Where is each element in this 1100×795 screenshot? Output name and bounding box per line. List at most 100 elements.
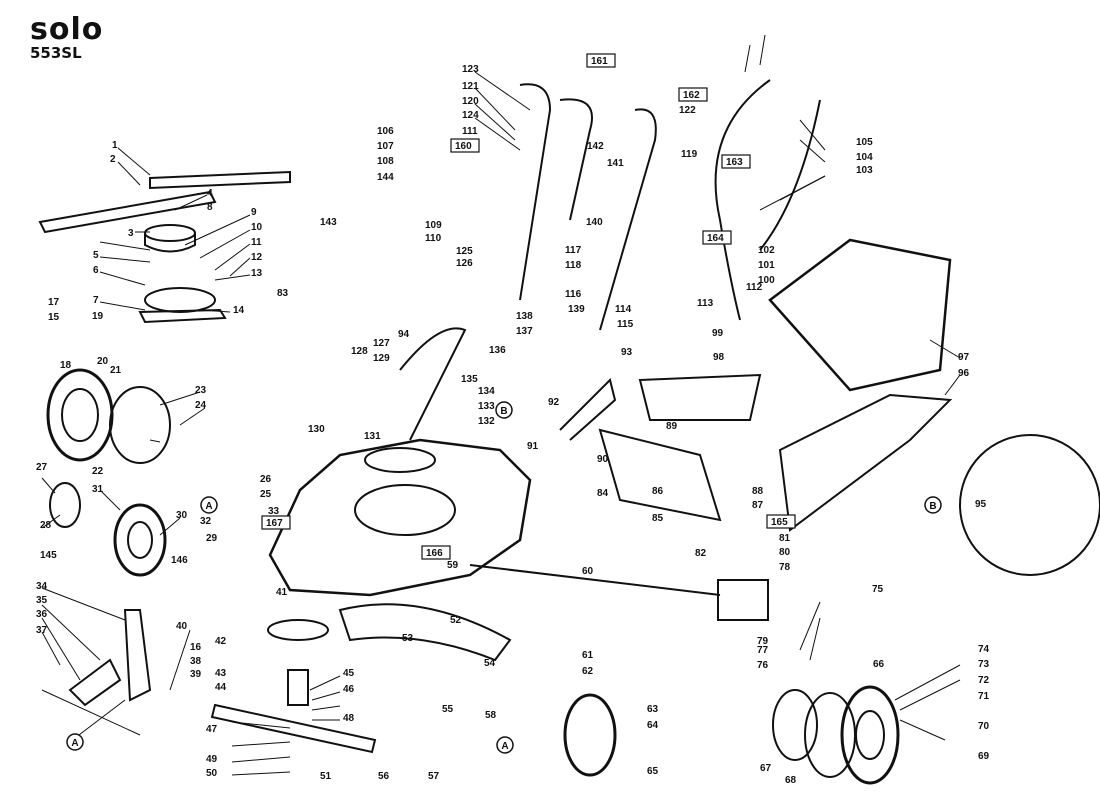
callout-number: 68: [785, 775, 797, 786]
callout-number: 64: [647, 720, 659, 731]
callout-number: 110: [425, 233, 442, 244]
callout-number: 130: [308, 424, 325, 435]
callout-number: 92: [548, 397, 560, 408]
callout-number: 53: [402, 633, 414, 644]
callout-number: 144: [377, 172, 394, 183]
callout-number: 120: [462, 96, 479, 107]
callout-number: 58: [485, 710, 497, 721]
callout-number: 127: [373, 338, 390, 349]
callout-number: 20: [97, 356, 109, 367]
boxed-callout-frame: [721, 154, 751, 169]
callout-number: 9: [251, 207, 257, 218]
callout-number: 74: [978, 644, 990, 655]
boxed-callout-frame: [450, 138, 480, 153]
callout-number: 131: [364, 431, 381, 442]
callout-number: 4: [207, 188, 213, 199]
callout-number: 78: [779, 562, 791, 573]
callout-number: 59: [447, 560, 459, 571]
callout-number: 136: [489, 345, 506, 356]
callout-number: 17: [48, 297, 60, 308]
callout-number: 132: [478, 416, 495, 427]
callout-number: 5: [93, 250, 99, 261]
callout-number: 23: [195, 385, 207, 396]
boxed-callout-frame: [678, 87, 708, 102]
callout-number: 49: [206, 754, 218, 765]
boxed-callout-number: 167: [266, 518, 283, 529]
callout-number: 80: [779, 547, 791, 558]
reference-letter: B: [500, 406, 507, 417]
callout-number: 32: [200, 516, 212, 527]
callout-number: 26: [260, 474, 272, 485]
callout-number: 138: [516, 311, 533, 322]
callout-number: 7: [93, 295, 99, 306]
callout-number: 106: [377, 126, 394, 137]
callout-number: 14: [233, 305, 245, 316]
boxed-callout-number: 162: [683, 90, 700, 101]
callout-number: 122: [679, 105, 696, 116]
callout-number: 25: [260, 489, 272, 500]
callout-number: 142: [587, 141, 604, 152]
part-drawings: [38, 79, 1100, 785]
callout-number: 140: [586, 217, 603, 228]
callout-number: 79: [757, 636, 769, 647]
callout-number: 97: [958, 352, 970, 363]
boxed-callout-frame: [586, 53, 616, 68]
callout-number: 36: [36, 609, 48, 620]
callout-number: 2: [110, 154, 116, 165]
callout-number: 18: [60, 360, 72, 371]
reference-letter: B: [929, 501, 936, 512]
callout-number: 72: [978, 675, 990, 686]
callout-number: 54: [484, 658, 496, 669]
callout-number: 35: [36, 595, 48, 606]
callout-number: 137: [516, 326, 533, 337]
callout-number: 22: [92, 466, 104, 477]
callout-number: 51: [320, 771, 332, 782]
callout-number: 63: [647, 704, 659, 715]
callout-number: 104: [856, 152, 873, 163]
callout-number: 46: [343, 684, 355, 695]
callout-number: 16: [190, 642, 202, 653]
boxed-callout-number: 161: [591, 56, 608, 67]
callout-number: 95: [975, 499, 987, 510]
callout-number: 40: [176, 621, 188, 632]
callout-number: 71: [978, 691, 990, 702]
callout-number: 103: [856, 165, 873, 176]
callout-number: 134: [478, 386, 495, 397]
callout-number: 83: [277, 288, 289, 299]
callout-number: 141: [607, 158, 624, 169]
callout-number: 108: [377, 156, 394, 167]
callout-number: 19: [92, 311, 104, 322]
callout-number: 89: [666, 421, 678, 432]
callout-number: 124: [462, 110, 479, 121]
callout-number: 34: [36, 581, 48, 592]
callout-number: 114: [615, 304, 632, 315]
callout-number: 75: [872, 584, 884, 595]
callout-number: 119: [681, 149, 698, 160]
callout-number: 112: [746, 282, 763, 293]
callout-number: 41: [276, 587, 288, 598]
callout-number: 91: [527, 441, 539, 452]
boxed-callout-frame: [261, 515, 291, 530]
callout-number: 115: [617, 319, 634, 330]
callout-number: 11: [251, 237, 262, 248]
callout-number: 39: [190, 669, 202, 680]
callout-number: 67: [760, 763, 772, 774]
reference-letter: A: [501, 741, 508, 752]
boxed-callout-number: 166: [426, 548, 443, 559]
callout-number: 15: [48, 312, 60, 323]
callout-number: 69: [978, 751, 990, 762]
callout-number: 100: [758, 275, 775, 286]
callout-number: 82: [695, 548, 707, 559]
boxed-callout-number: 165: [771, 517, 788, 528]
reference-letter-circle: [200, 496, 218, 514]
callout-number: 61: [582, 650, 594, 661]
callout-number: 8: [207, 202, 213, 213]
callout-number: 43: [215, 668, 227, 679]
callout-number: 93: [621, 347, 633, 358]
callout-number: 13: [251, 268, 263, 279]
callout-number: 29: [206, 533, 218, 544]
callout-number: 116: [565, 289, 582, 300]
callout-number: 133: [478, 401, 495, 412]
callout-number: 70: [978, 721, 990, 732]
boxed-callout-number: 164: [707, 233, 724, 244]
